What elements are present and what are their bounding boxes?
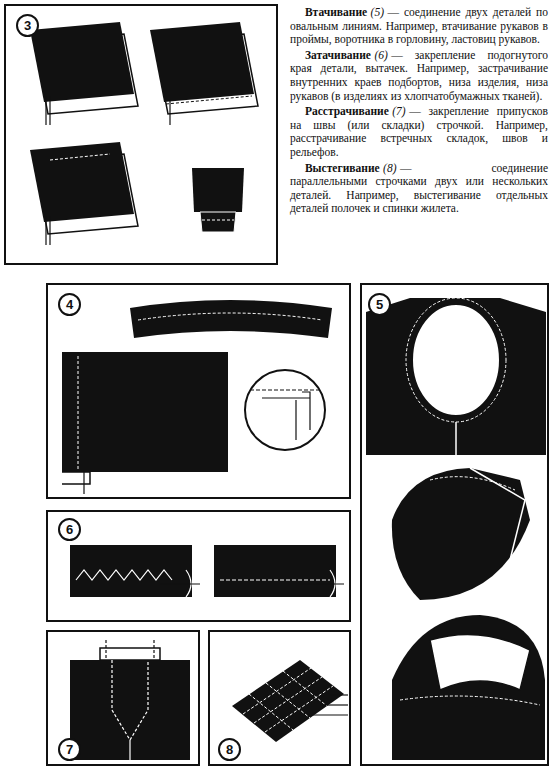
stitching-figure	[70, 640, 190, 760]
figure-reference: (8)	[383, 162, 396, 174]
term-heading: Втачивание	[305, 6, 367, 18]
figure-reference: (7)	[392, 105, 405, 117]
figure-panel: 5	[360, 283, 549, 766]
definition-paragraph: Выстегивание(8)— соединение параллельным…	[290, 162, 548, 216]
term-heading: Выстегивание	[305, 162, 380, 174]
callout-number: 3	[16, 14, 39, 37]
figure-reference: (6)	[374, 49, 387, 61]
stitching-figure	[30, 22, 258, 245]
callout-number: 4	[58, 293, 81, 316]
figure-panel: 3	[4, 4, 278, 265]
stitching-figure	[70, 545, 344, 597]
figure-panel: 6	[46, 510, 351, 622]
callout-number: 7	[58, 738, 81, 761]
figure-panel: 4	[46, 283, 351, 499]
term-heading: Затачивание	[305, 49, 371, 61]
term-heading: Расстрачивание	[305, 105, 389, 117]
callout-number: 8	[218, 738, 241, 761]
figure-panel: 7	[46, 630, 200, 766]
stitching-figure	[232, 660, 348, 742]
figure-panel: 8	[208, 630, 351, 766]
stitching-figure	[366, 298, 546, 760]
figure-reference: (5)	[371, 6, 384, 18]
definition-paragraph: Расстрачивание(7)— закрепление припусков…	[290, 105, 548, 159]
callout-number: 6	[58, 518, 81, 541]
stitching-figure	[62, 300, 332, 494]
callout-number: 5	[368, 293, 391, 316]
definition-paragraph: Втачивание(5)— соединение двух деталей п…	[290, 6, 548, 47]
definition-paragraph: Затачивание(6)— закрепление подогнутого …	[290, 49, 548, 103]
text-column: Втачивание(5)— соединение двух деталей п…	[290, 6, 548, 218]
